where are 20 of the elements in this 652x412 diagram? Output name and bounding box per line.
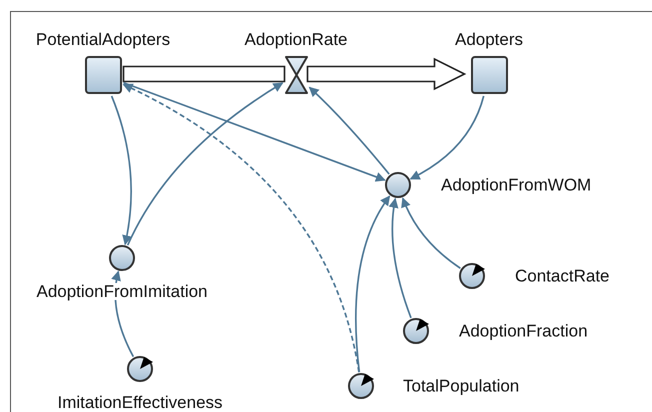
variable-label: AdoptionFraction [459, 322, 588, 340]
variable-label: AdoptionFromImitation [36, 283, 208, 300]
dashed-link-arrow [122, 84, 360, 372]
variable-label: PotentialAdopters [36, 31, 170, 48]
link-arrow [388, 198, 412, 318]
variable-label: ImitationEffectiveness [57, 394, 223, 411]
link-arrow [126, 82, 284, 246]
variable-label: TotalPopulation [403, 378, 520, 394]
link-arrow [308, 86, 390, 175]
link-arrow [110, 96, 132, 246]
link-arrow [401, 197, 461, 269]
variable-label: AdoptionRate [244, 31, 348, 48]
flow-pipe [306, 58, 466, 90]
link-arrow [123, 82, 386, 182]
variable-label: ContactRate [515, 268, 610, 284]
variable-label: Adopters [454, 31, 524, 48]
flow-pipe [122, 66, 286, 82]
variable-label: AdoptionFromWOM [441, 176, 592, 194]
link-arrow [355, 195, 390, 372]
link-arrow [410, 96, 484, 180]
